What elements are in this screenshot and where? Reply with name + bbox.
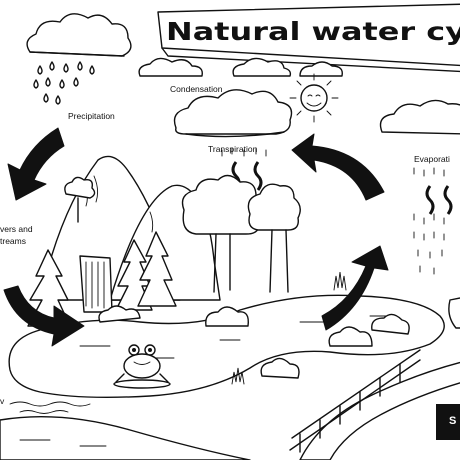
sun-icon [289, 73, 339, 123]
label-edge-letter: v [0, 396, 5, 406]
condensation-cloud [173, 89, 293, 138]
badge-text: S [449, 415, 457, 427]
label-rivers-line2: treams [0, 236, 26, 246]
label-rivers-line1: vers and [0, 224, 33, 234]
arrow-precipitation [7, 127, 65, 201]
label-evaporation: Evaporati [414, 154, 450, 164]
fence [289, 349, 421, 453]
bushes [98, 305, 410, 379]
arrow-rivers [3, 285, 85, 347]
arrow-evaporation-rise [321, 245, 389, 331]
title-banner: Natural water cy [157, 3, 460, 73]
label-condensation: Condensation [170, 84, 223, 94]
rain-drops [33, 61, 95, 105]
rain-cloud [26, 13, 132, 105]
cloud-small-right [299, 61, 343, 77]
title-text: Natural water cy [166, 17, 460, 46]
label-transpiration: Transpiration [208, 144, 258, 154]
evaporation-cloud [379, 99, 460, 135]
frog-icon [113, 344, 171, 389]
evaporation-vapor [413, 167, 453, 275]
rocky-bank [9, 401, 91, 414]
cloud-small-mid [232, 57, 292, 77]
river [0, 361, 460, 460]
pine-trees-left [27, 231, 177, 327]
grass-tuft [231, 367, 245, 385]
reeds [333, 271, 347, 291]
pot-edge [448, 297, 460, 329]
tree-on-mountain [64, 176, 96, 223]
leafy-trees [181, 174, 301, 293]
arrow-condensation-return [291, 133, 385, 201]
cloud-small-left [138, 57, 203, 77]
waterfall [79, 255, 113, 313]
scroll-badge[interactable]: S [436, 404, 460, 440]
label-precipitation: Precipitation [68, 111, 115, 121]
